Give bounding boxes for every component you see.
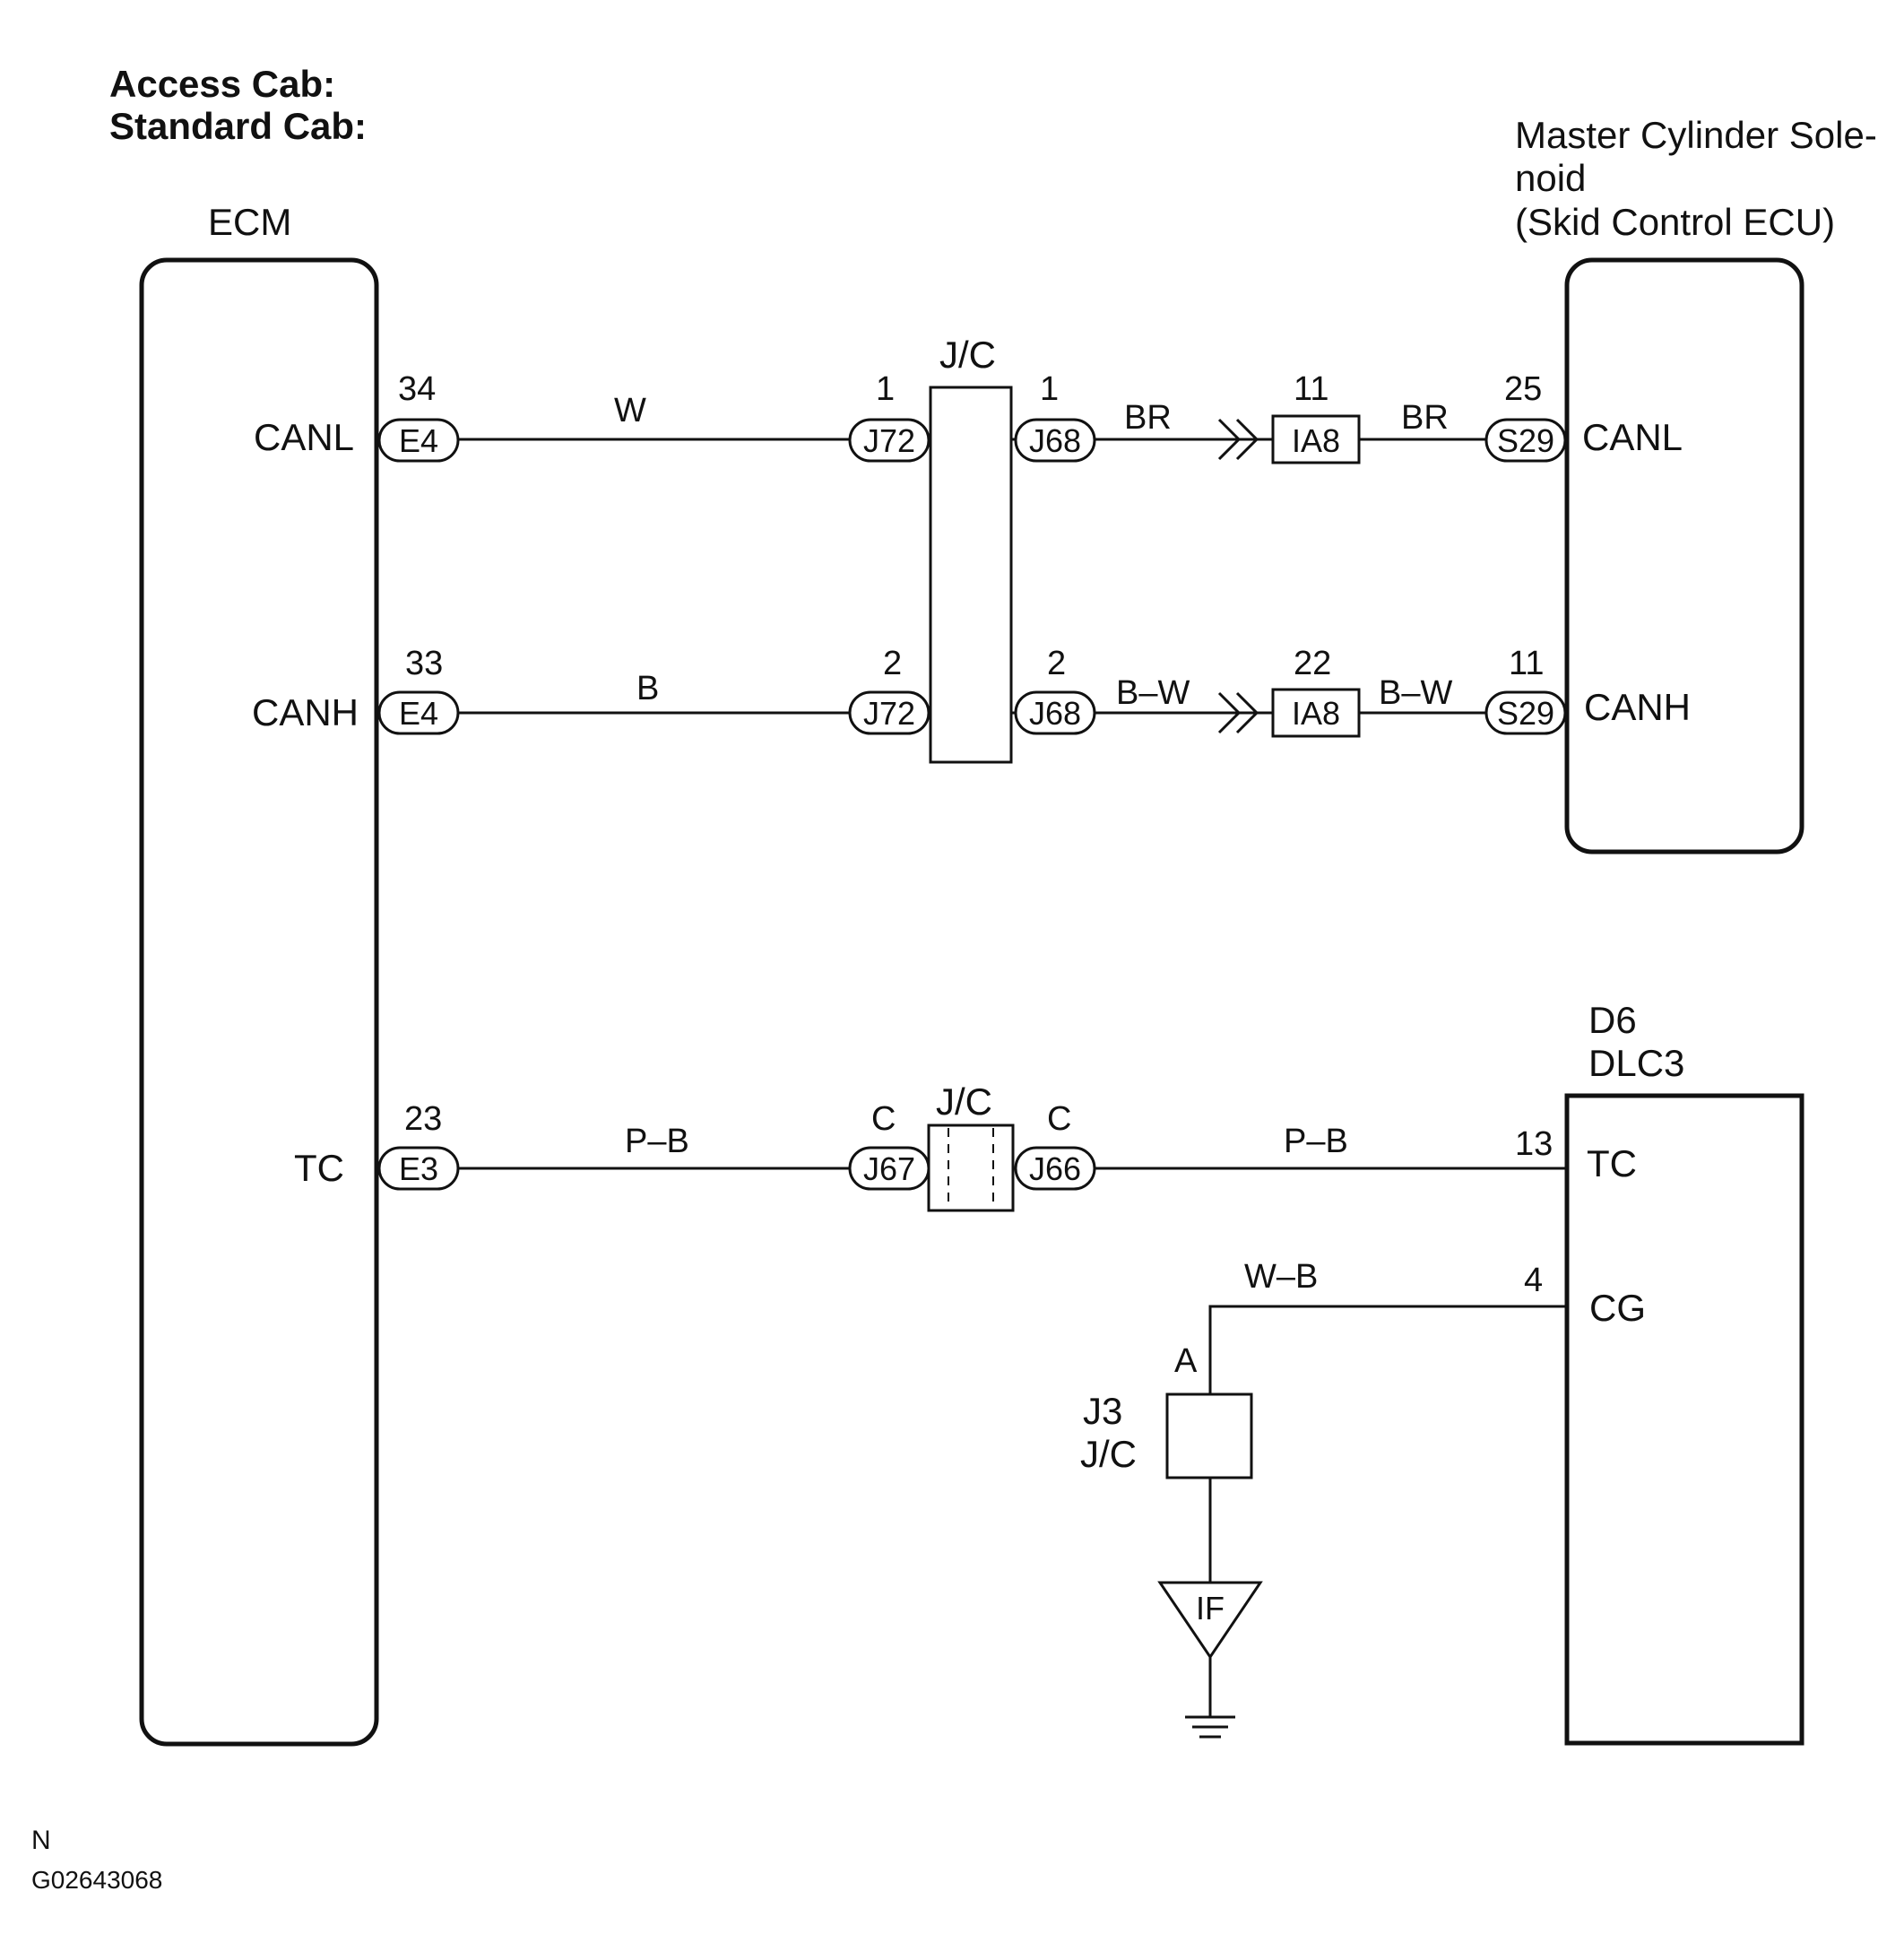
plug-arrow-canh-2	[1235, 691, 1259, 734]
ecm-signal-tc: TC	[294, 1147, 344, 1189]
junction-connector-top	[929, 386, 1013, 764]
connector-j72-canh	[848, 690, 930, 735]
junction-connector-j3	[1165, 1392, 1253, 1479]
header-access-cab: Access Cab:	[109, 63, 335, 105]
dlc3-pin-tc: 13	[1515, 1125, 1553, 1163]
plug-arrow-canl-2	[1235, 418, 1259, 461]
dlc3-code: D6	[1588, 999, 1637, 1041]
skid-title-3: (Skid Control ECU)	[1515, 201, 1835, 243]
j66-pin: C	[1047, 1100, 1071, 1138]
j3-code: J3	[1083, 1390, 1122, 1432]
ecm-signal-canl: CANL	[254, 416, 354, 458]
connector-e4-canl	[377, 418, 460, 463]
s29-pin-canl: 25	[1504, 370, 1542, 408]
j3-pin: A	[1174, 1342, 1198, 1380]
plug-arrow-canl-1	[1217, 418, 1242, 461]
skid-control-ecu-block	[1564, 257, 1804, 855]
ecm-signal-canh: CANH	[252, 691, 359, 733]
connector-j66	[1014, 1146, 1096, 1191]
wire-color-canh-skid-1: B–W	[1116, 674, 1190, 712]
wire-color-canl-ecm: W	[614, 392, 646, 429]
dlc3-title: DLC3	[1588, 1042, 1684, 1084]
connector-j68-canl	[1014, 418, 1096, 463]
ecm-pin-tc: 23	[404, 1100, 442, 1138]
dlc3-block	[1564, 1093, 1804, 1746]
connector-j68-canl-label: J68	[1029, 422, 1081, 459]
ecm-pin-canh: 33	[405, 645, 443, 682]
jc-mid-label: J/C	[936, 1080, 992, 1123]
ecm-block	[139, 257, 379, 1747]
skid-signal-canh: CANH	[1584, 686, 1691, 728]
wire-color-canh-skid-2: B–W	[1379, 674, 1452, 712]
ecm-pin-canl: 34	[398, 370, 436, 408]
s29-pin-canh: 11	[1509, 645, 1544, 682]
connector-ia8-canh	[1271, 688, 1361, 738]
wire-color-tc-dlc: P–B	[1284, 1123, 1348, 1160]
junction-connector-mid	[927, 1123, 1015, 1212]
footer-code: G02643068	[31, 1866, 162, 1894]
jc-top-label: J/C	[939, 334, 996, 376]
plug-arrow-canh-1	[1217, 691, 1242, 734]
connector-s29-canh-label: S29	[1497, 695, 1554, 732]
j67-pin: C	[871, 1100, 896, 1138]
connector-s29-canh	[1484, 690, 1567, 735]
ground-point-triangle	[1157, 1581, 1263, 1660]
connector-j66-label: J66	[1029, 1150, 1081, 1187]
ecm-title: ECM	[208, 201, 291, 243]
j3-jc-label: J/C	[1080, 1433, 1137, 1475]
wire-color-cg: W–B	[1244, 1258, 1318, 1296]
ground-icon	[1185, 1715, 1235, 1739]
j72-pin-canl: 1	[876, 370, 895, 408]
j68-pin-canh: 2	[1047, 645, 1066, 682]
connector-j68-canh	[1014, 690, 1096, 735]
connector-e3	[377, 1146, 460, 1191]
ia8-pin-canl: 11	[1294, 370, 1328, 408]
connector-e3-label: E3	[399, 1150, 438, 1187]
j68-pin-canl: 1	[1040, 370, 1059, 408]
connector-ia8-canl	[1271, 414, 1361, 464]
connector-j72-canl-label: J72	[863, 422, 915, 459]
wire-color-canl-skid-1: BR	[1124, 399, 1172, 437]
connector-s29-canl-label: S29	[1497, 422, 1554, 459]
connector-e4-canh-label: E4	[399, 695, 438, 732]
connector-s29-canl	[1484, 418, 1567, 463]
connector-j72-canh-label: J72	[863, 695, 915, 732]
connector-ia8-canl-label: IA8	[1292, 422, 1340, 459]
skid-signal-canl: CANL	[1582, 416, 1683, 458]
wire-color-canl-skid-2: BR	[1401, 399, 1449, 437]
header-standard-cab: Standard Cab:	[109, 105, 367, 147]
wire-color-canh-ecm: B	[636, 670, 659, 707]
connector-e4-canl-label: E4	[399, 422, 438, 459]
connector-ia8-canh-label: IA8	[1292, 695, 1340, 732]
footer-n: N	[31, 1826, 51, 1855]
connector-j68-canh-label: J68	[1029, 695, 1081, 732]
ground-point-label: IF	[1196, 1590, 1225, 1627]
dlc3-signal-tc: TC	[1587, 1142, 1637, 1184]
skid-title-2: noid	[1515, 157, 1586, 199]
connector-j67-label: J67	[863, 1150, 915, 1187]
connector-e4-canh	[377, 690, 460, 735]
wire-cg	[1208, 1305, 1567, 1394]
dlc3-signal-cg: CG	[1589, 1287, 1646, 1329]
connector-j72-canl	[848, 418, 930, 463]
ia8-pin-canh: 22	[1294, 645, 1331, 682]
j72-pin-canh: 2	[883, 645, 902, 682]
skid-title-1: Master Cylinder Sole-	[1515, 114, 1877, 156]
wire-color-tc-ecm: P–B	[625, 1123, 689, 1160]
dlc3-pin-cg: 4	[1524, 1262, 1543, 1299]
